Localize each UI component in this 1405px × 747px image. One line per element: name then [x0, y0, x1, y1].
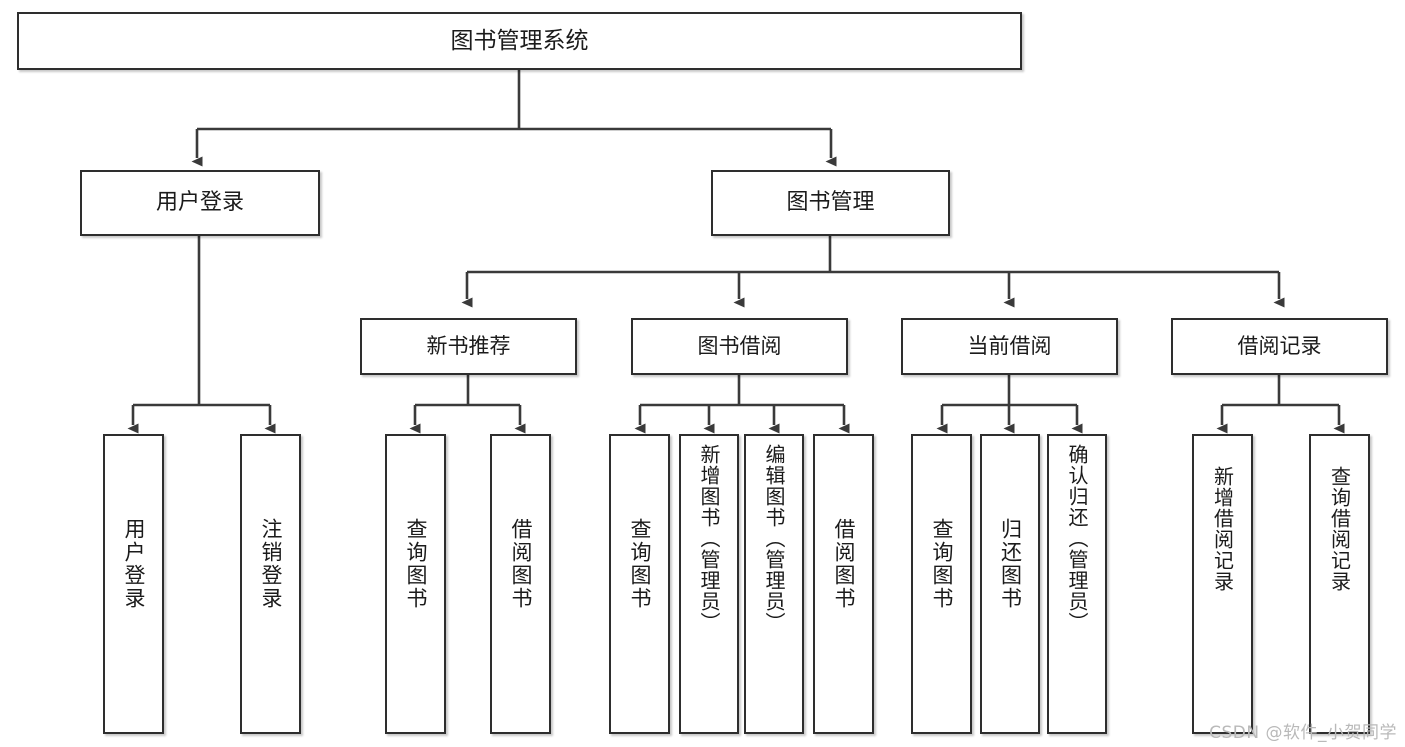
leaf-add-book-admin[interactable]: 新增图书（管理员） — [679, 434, 739, 734]
node-borrow-record[interactable]: 借阅记录 — [1171, 318, 1388, 375]
node-label: 新增借阅记录 — [1210, 466, 1235, 592]
node-book-borrow[interactable]: 图书借阅 — [631, 318, 848, 375]
node-book-manage[interactable]: 图书管理 — [711, 170, 950, 236]
leaf-query-book-current[interactable]: 查询图书 — [911, 434, 972, 734]
leaf-borrow-book-recommend[interactable]: 借阅图书 — [490, 434, 551, 734]
node-current-borrow[interactable]: 当前借阅 — [901, 318, 1118, 375]
node-label: 图书管理 — [786, 190, 875, 216]
leaf-query-book-recommend[interactable]: 查询图书 — [385, 434, 446, 734]
leaf-query-borrow-record[interactable]: 查询借阅记录 — [1309, 434, 1370, 734]
leaf-return-book[interactable]: 归还图书 — [980, 434, 1040, 734]
node-label: 查询图书 — [628, 518, 652, 610]
leaf-query-book-borrow[interactable]: 查询图书 — [609, 434, 670, 734]
node-user-login[interactable]: 用户登录 — [80, 170, 320, 236]
node-label: 图书借阅 — [697, 334, 782, 359]
node-root-system[interactable]: 图书管理系统 — [17, 12, 1022, 70]
node-label: 当前借阅 — [967, 334, 1052, 359]
leaf-confirm-return-admin[interactable]: 确认归还（管理员） — [1047, 434, 1107, 734]
node-label: 图书管理系统 — [450, 27, 589, 54]
node-label: 借阅记录 — [1237, 334, 1322, 359]
node-label: 编辑图书（管理员） — [762, 444, 786, 633]
leaf-logout-login[interactable]: 注销登录 — [240, 434, 301, 734]
node-label: 用户登录 — [155, 190, 244, 216]
node-label: 确认归还（管理员） — [1065, 444, 1089, 633]
node-label: 借阅图书 — [832, 518, 856, 610]
leaf-edit-book-admin[interactable]: 编辑图书（管理员） — [744, 434, 804, 734]
leaf-borrow-book-borrow[interactable]: 借阅图书 — [813, 434, 874, 734]
node-label: 注销登录 — [259, 518, 283, 610]
node-label: 归还图书 — [998, 518, 1023, 610]
node-label: 借阅图书 — [509, 518, 533, 610]
csdn-watermark: CSDN @软件_小贺同学 — [1209, 723, 1397, 743]
node-label: 新增图书（管理员） — [697, 444, 721, 633]
node-label: 新书推荐 — [426, 334, 511, 359]
leaf-user-login[interactable]: 用户登录 — [103, 434, 164, 734]
node-label: 查询借阅记录 — [1327, 466, 1352, 592]
node-label: 用户登录 — [122, 518, 146, 610]
leaf-add-borrow-record[interactable]: 新增借阅记录 — [1192, 434, 1253, 734]
node-label: 查询图书 — [930, 518, 954, 610]
node-label: 查询图书 — [404, 518, 428, 610]
node-new-book-recommend[interactable]: 新书推荐 — [360, 318, 577, 375]
